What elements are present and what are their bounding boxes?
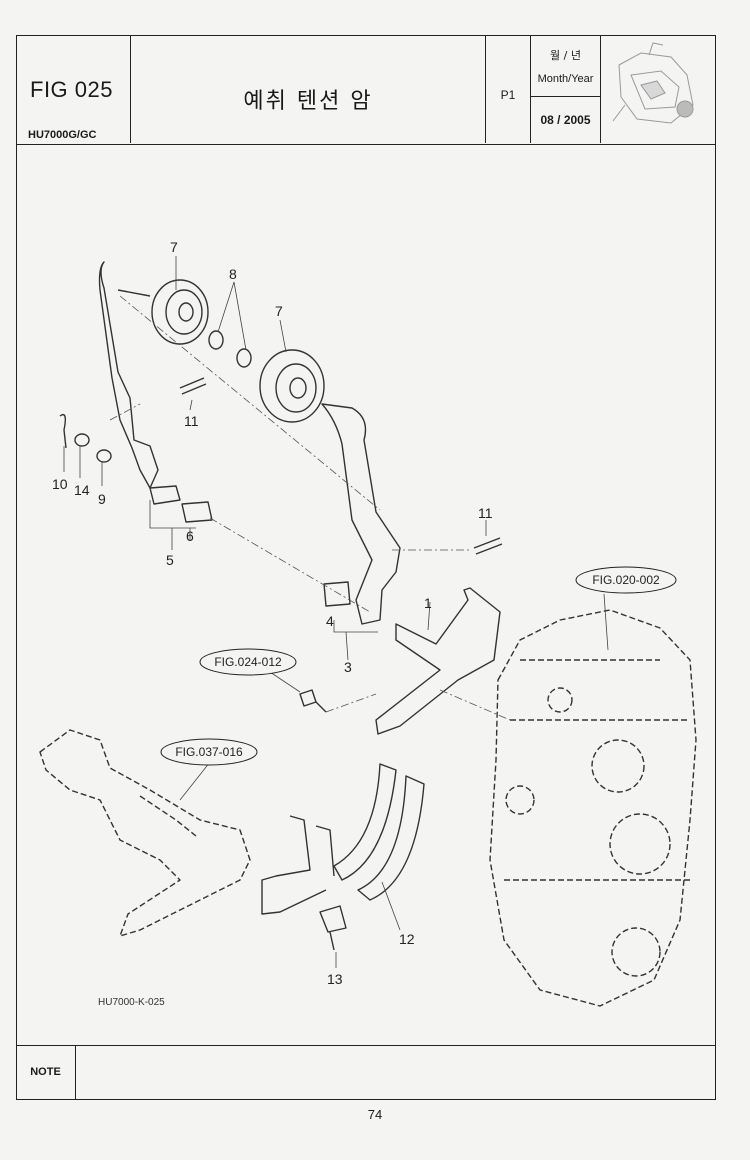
svg-text:FIG.037-016: FIG.037-016 [175, 745, 243, 759]
left-tension-arm [98, 261, 159, 489]
left-pulley [151, 279, 209, 345]
bushing-6a [149, 485, 181, 505]
part-label: 12 [399, 931, 415, 947]
spring-pin-right [473, 537, 503, 555]
page-label-cell: P1 [486, 35, 531, 143]
part-label: 7 [275, 303, 283, 319]
month-year-cell: 월 / 년 Month/Year 08 / 2005 [531, 35, 601, 143]
guide-plate-12 [333, 763, 397, 881]
header-block: FIG 025 HU7000G/GC 예취 텐션 암 P1 월 / 년 Mont… [16, 35, 716, 145]
bracket-1 [375, 587, 501, 735]
part-label: 8 [229, 266, 237, 282]
reference-callout: FIG.020-002 [575, 566, 677, 594]
page-title: 예취 텐션 암 [243, 89, 373, 114]
circlip-lower [236, 348, 252, 368]
part-label: 11 [478, 505, 493, 521]
part-label: 7 [170, 239, 178, 255]
part-label: 11 [184, 413, 199, 429]
cotter-pin-10 [59, 413, 67, 449]
figure-cell: FIG 025 HU7000G/GC [16, 35, 131, 143]
machine-thumbnail [612, 42, 694, 124]
svg-text:FIG.024-012: FIG.024-012 [214, 655, 282, 669]
part-label: 9 [98, 491, 106, 507]
washer-14 [74, 433, 90, 447]
part-label: 6 [186, 528, 194, 544]
page-frame [16, 35, 716, 1100]
model-name: HU7000G/GC [28, 129, 97, 141]
title-cell: 예취 텐션 암 [131, 35, 486, 143]
linkage-fig037 [39, 729, 251, 937]
part-label: 10 [52, 476, 68, 492]
circlip-upper [208, 330, 224, 350]
thumbnail-cell [601, 35, 716, 143]
part-label: 5 [166, 552, 174, 568]
bolt-fig024 [299, 689, 327, 713]
part-label: 4 [326, 613, 334, 629]
month-year-english: Month/Year [537, 73, 594, 85]
part-label: 13 [327, 971, 343, 987]
spring-pin-left [179, 377, 207, 395]
bushing-4 [323, 581, 351, 607]
bushing-6b [181, 501, 213, 523]
svg-text:FIG.020-002: FIG.020-002 [592, 573, 660, 587]
month-year-header: 월 / 년 Month/Year [531, 35, 600, 97]
page-number: 74 [367, 1107, 383, 1122]
part-label: 1 [424, 595, 432, 611]
drawing-code: HU7000-K-025 [98, 997, 165, 1008]
right-tension-arm [321, 403, 401, 625]
page-label: P1 [500, 88, 516, 102]
bolt-13 [319, 905, 347, 951]
right-pulley [259, 349, 325, 423]
note-row: NOTE [16, 1045, 716, 1100]
part-label: 14 [74, 482, 90, 498]
washer-9 [96, 449, 112, 463]
reference-callout: FIG.037-016 [160, 738, 258, 766]
note-label: NOTE [16, 1046, 76, 1099]
transmission-housing [489, 609, 697, 1007]
revision-date: 08 / 2005 [540, 113, 591, 127]
reference-callout: FIG.024-012 [199, 648, 297, 676]
figure-number: FIG 025 [30, 77, 113, 102]
part-label: 3 [344, 659, 352, 675]
month-year-korean: 월 / 년 [550, 49, 581, 62]
